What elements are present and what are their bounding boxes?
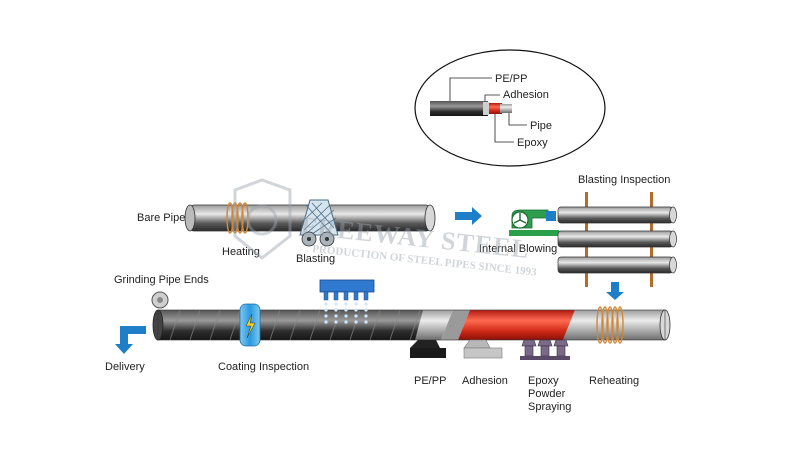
pe-pp-extruder-icon xyxy=(410,340,446,358)
adhesion-extruder-icon xyxy=(463,339,503,359)
adhesion-band xyxy=(415,310,453,340)
label-grinding-pipe-ends: Grinding Pipe Ends xyxy=(114,274,209,286)
label-blasting-inspection: Blasting Inspection xyxy=(578,174,670,186)
inset-label-epoxy: Epoxy xyxy=(517,137,548,149)
blower-fan-icon xyxy=(509,209,559,236)
label-adhesion: Adhesion xyxy=(462,375,508,387)
inset-label-pe-pp: PE/PP xyxy=(495,73,527,85)
label-pe-pp: PE/PP xyxy=(414,375,446,387)
inset-pe-layer xyxy=(430,101,488,116)
label-epoxy-line1: Epoxy xyxy=(528,375,559,387)
label-delivery: Delivery xyxy=(105,361,145,373)
label-reheating: Reheating xyxy=(589,375,639,387)
grinding-wheel-icon xyxy=(151,291,169,309)
label-internal-blowing: Internal Blowing xyxy=(479,243,557,255)
inspection-pipe xyxy=(557,230,677,248)
inset-epoxy-layer xyxy=(486,103,502,114)
label-coating-inspection: Coating Inspection xyxy=(218,361,309,373)
heating-coil-icon xyxy=(226,202,249,234)
coating-pipe xyxy=(152,309,671,341)
inspection-pipe xyxy=(557,206,677,224)
inset-label-adhesion: Adhesion xyxy=(503,89,549,101)
inspection-pipe xyxy=(557,256,677,274)
epoxy-spray-guns-icon xyxy=(520,339,570,360)
flow-arrow-right-icon xyxy=(455,207,482,225)
reheating-coil-icon xyxy=(596,306,624,344)
label-epoxy-line2: Powder xyxy=(528,388,566,400)
adhesion-band xyxy=(441,310,470,340)
flow-arrow-down-icon xyxy=(606,282,624,300)
label-bare-pipe: Bare Pipe xyxy=(137,212,185,224)
inset-adhesion-layer xyxy=(483,102,489,115)
coating-layers-inset: PE/PP Adhesion Pipe Epoxy xyxy=(414,49,606,167)
inset-pipe-end xyxy=(500,104,512,113)
inspection-rack xyxy=(557,192,677,287)
label-epoxy-line3: Spraying xyxy=(528,401,571,413)
blasting-machine-icon xyxy=(299,199,339,247)
spray-nozzle-bank-icon xyxy=(319,279,375,324)
label-heating: Heating xyxy=(222,246,260,258)
inset-label-pipe: Pipe xyxy=(530,120,552,132)
label-blasting: Blasting xyxy=(296,253,335,265)
bare-steel-band xyxy=(563,310,665,340)
epoxy-band xyxy=(458,310,575,340)
coating-inspection-ring-icon xyxy=(239,303,261,347)
watermark-shield-logo xyxy=(233,178,292,260)
delivery-arrow-icon xyxy=(115,326,146,354)
